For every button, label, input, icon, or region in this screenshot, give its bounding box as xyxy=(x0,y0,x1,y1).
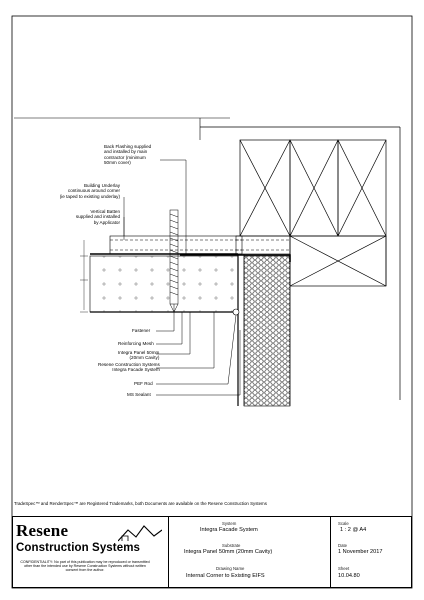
label-reinforcing-mesh: Reinforcing Mesh xyxy=(118,341,154,346)
substrate-label: Substrate xyxy=(222,543,241,548)
cavity-batten xyxy=(109,235,291,255)
back-flashing xyxy=(180,254,291,262)
confidentiality-note: CONFIDENTIALITY: No part of this publica… xyxy=(20,560,150,573)
drawing-name-value: Internal Corner to Existing EIFS xyxy=(186,573,265,579)
system-label: System xyxy=(222,521,237,526)
leader-lines xyxy=(123,159,241,396)
label-integra-panel: Integra Panel 50mm (20mm Cavity) xyxy=(118,350,160,361)
title-block-divider-1 xyxy=(168,516,169,588)
substrate-value: Integra Panel 50mm (20mm Cavity) xyxy=(184,549,273,555)
label-ms-sealant: MS Sealant xyxy=(127,392,151,397)
existing-lines xyxy=(14,117,230,140)
pef-rod xyxy=(232,308,240,316)
resene-logo-subtitle: Construction Systems xyxy=(16,542,141,554)
date-label: Date xyxy=(338,543,348,548)
existing-eifs xyxy=(237,236,291,407)
sheet-value: 10.04.80 xyxy=(338,573,360,579)
sheet-label: Sheet xyxy=(338,566,350,571)
title-block xyxy=(12,516,412,588)
label-resene-system: Resene Construction Systems Integra Faca… xyxy=(98,362,160,373)
scale-label: Scale xyxy=(338,521,349,526)
scale-value: 1 : 2 @ A4 xyxy=(340,527,367,533)
resene-logo: Resene xyxy=(16,521,69,540)
dimension-ticks xyxy=(80,255,88,313)
label-back-flashing: Back Flashing supplied and installed by … xyxy=(104,144,152,166)
label-fastener: Fastener xyxy=(132,328,151,333)
sheet-border xyxy=(11,15,413,589)
system-value: Integra Facade System xyxy=(200,527,258,533)
house-outline-icon xyxy=(118,525,162,542)
label-building-underlay: Building Underlay continuous around corn… xyxy=(59,183,120,199)
drawing-name-label: Drawing Name xyxy=(216,566,245,571)
trademark-note: TradeSpec™ and RenderSpec™ are Registere… xyxy=(14,501,267,506)
label-vertical-batten: Vertical Batten supplied and installed b… xyxy=(75,209,120,225)
integra-panel xyxy=(83,240,239,313)
date-value: 1 November 2017 xyxy=(338,549,383,555)
label-pef-rod: PEF Rod xyxy=(134,381,153,386)
timber-framing xyxy=(200,126,401,400)
title-block-divider-2 xyxy=(330,516,331,588)
